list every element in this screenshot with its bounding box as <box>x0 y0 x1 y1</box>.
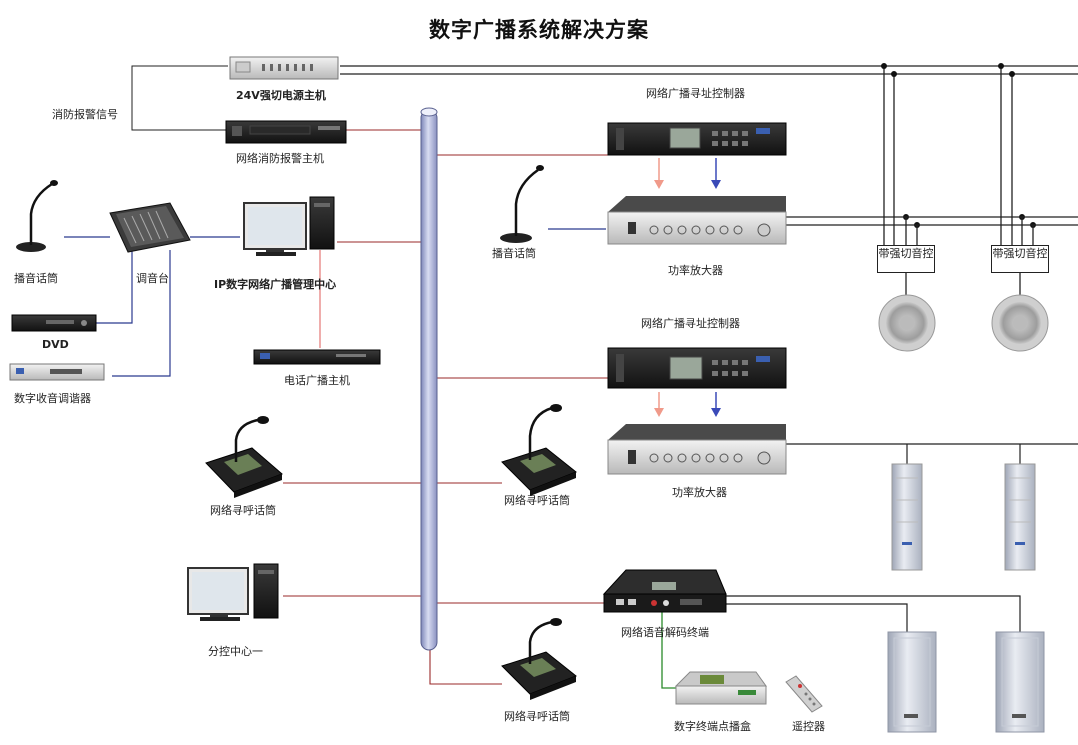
amp-2-label: 功率放大器 <box>672 486 727 499</box>
fire-signal-label: 消防报警信号 <box>52 108 118 121</box>
amp-1-device[interactable] <box>607 196 787 245</box>
ip-center-label: IP数字网络广播管理中心 <box>214 278 337 291</box>
dvd-label: DVD <box>42 338 69 351</box>
amp-2-device[interactable] <box>607 424 787 475</box>
remote-label: 遥控器 <box>792 720 825 733</box>
cabinet-speaker-1 <box>887 631 937 733</box>
power-host-device[interactable] <box>229 56 339 80</box>
player-box-device[interactable] <box>674 671 767 705</box>
fire-alarm-host-label: 网络消防报警主机 <box>236 152 324 165</box>
phone-host-label: 电话广播主机 <box>284 374 350 387</box>
player-box-label: 数字终端点播盒 <box>674 720 751 733</box>
decoder-label: 网络语音解码终端 <box>621 626 709 639</box>
column-speaker-1 <box>891 463 923 571</box>
column-speaker-2 <box>1004 463 1036 571</box>
controller-2-label: 网络广播寻址控制器 <box>641 317 740 330</box>
ceiling-speaker-1 <box>878 294 936 352</box>
network-branch-lines <box>283 129 608 685</box>
tuner-label: 数字收音调谐器 <box>14 392 91 405</box>
decoder-device[interactable] <box>602 569 727 613</box>
decoder-player-line <box>661 612 680 689</box>
amp2-output-lines <box>786 443 1078 464</box>
volume-switch-box-2: 带强切音控 <box>991 245 1049 273</box>
fire-signal-lines <box>131 65 228 131</box>
fire-alarm-host-device[interactable] <box>225 120 347 144</box>
ip-center-computer[interactable] <box>243 196 335 256</box>
phone-host-device[interactable] <box>253 349 381 365</box>
microphone-mid-device[interactable] <box>500 165 544 243</box>
cabinet-speaker-2 <box>995 631 1045 733</box>
microphone-left-device[interactable] <box>16 180 58 252</box>
paging-mic-mid-2-label: 网络寻呼话筒 <box>504 710 570 723</box>
decoder-output-lines <box>726 595 1021 632</box>
mic-left-label: 播音话筒 <box>14 272 58 285</box>
audio-input-lines <box>64 228 606 377</box>
paging-mic-left-device[interactable] <box>205 416 283 498</box>
paging-mic-mid-1-device[interactable] <box>501 404 577 496</box>
ceiling-speaker-2 <box>991 294 1049 352</box>
mixer-label: 调音台 <box>136 272 169 285</box>
power-host-label: 24V强切电源主机 <box>236 89 326 102</box>
controller-1-label: 网络广播寻址控制器 <box>646 87 745 100</box>
network-backbone <box>420 107 438 651</box>
remote-device[interactable] <box>785 675 823 713</box>
diagram-title: 数字广播系统解决方案 <box>429 18 649 42</box>
paging-mic-left-label: 网络寻呼话筒 <box>210 504 276 517</box>
mic-mid-label: 播音话筒 <box>492 247 536 260</box>
amp-1-label: 功率放大器 <box>668 264 723 277</box>
dvd-device[interactable] <box>11 314 97 332</box>
tuner-device[interactable] <box>9 363 105 381</box>
controller-2-device[interactable] <box>607 347 787 389</box>
controller-1-device[interactable] <box>607 122 787 156</box>
controller-amp-arrows <box>654 158 721 417</box>
volume-switch-box-1: 带强切音控 <box>877 245 935 273</box>
mixer-device[interactable] <box>109 202 191 253</box>
amp1-output-lines <box>786 216 1078 297</box>
paging-mic-mid-1-label: 网络寻呼话筒 <box>504 494 570 507</box>
sub-center-computer[interactable] <box>187 563 279 621</box>
paging-mic-mid-2-device[interactable] <box>501 618 577 700</box>
sub-center-label: 分控中心一 <box>208 645 263 658</box>
